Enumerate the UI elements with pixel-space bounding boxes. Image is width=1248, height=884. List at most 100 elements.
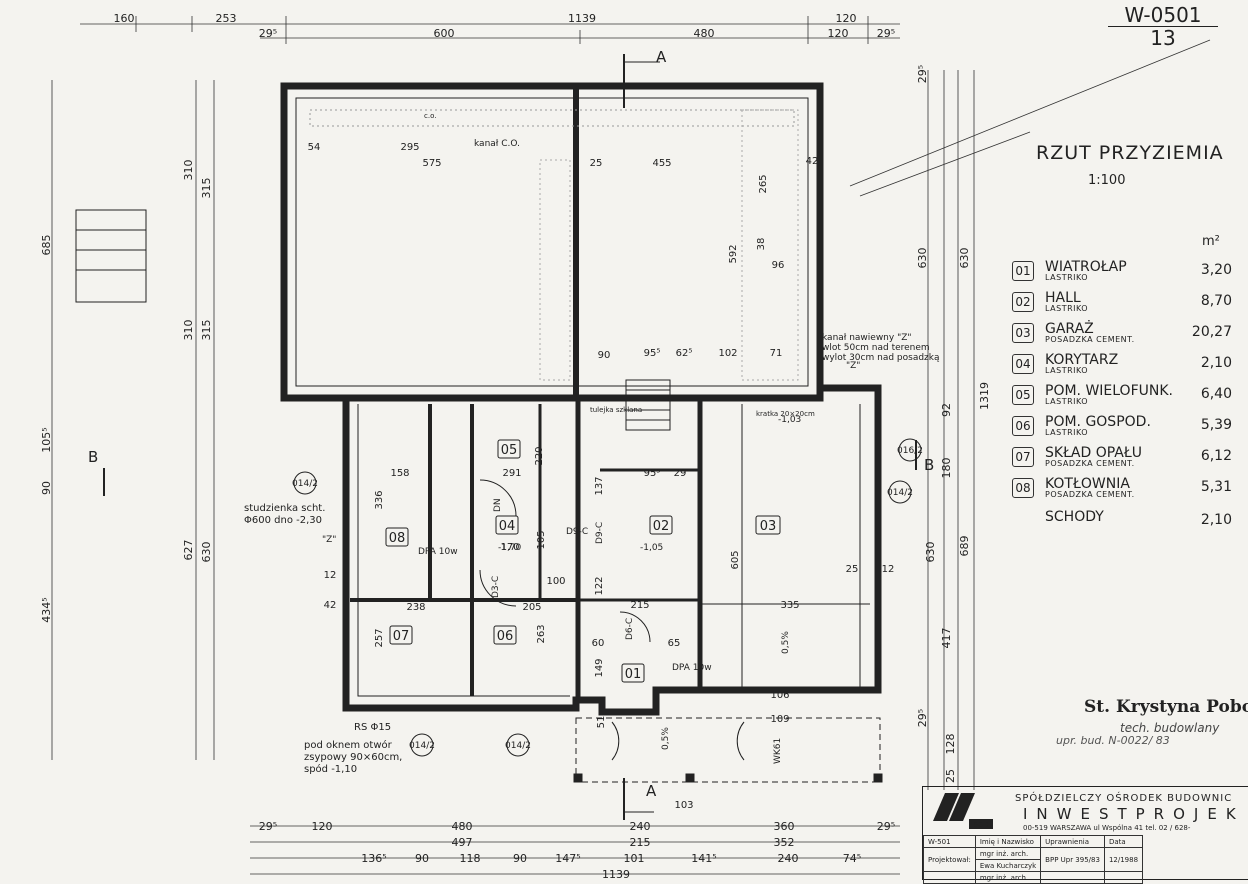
dim-left: 627	[182, 540, 195, 561]
sheet-page: 13	[1150, 26, 1176, 50]
dim-bottom: 497	[452, 836, 473, 849]
note-door-dpa-1: DPA 10w	[418, 547, 458, 557]
legend-row: 03 GARAŻ POSADZKA CEMENT. 20,27	[1012, 320, 1248, 348]
note-door-d6c: D6-C	[625, 618, 635, 640]
dim-inner: 238	[406, 602, 425, 613]
note-channel-co: kanał C.O.	[474, 139, 520, 149]
dim-inner: 54	[308, 142, 321, 153]
dim-inner: 575	[422, 158, 441, 169]
legend-unit: m²	[1202, 234, 1220, 249]
legend-room-area: 20,27	[1191, 324, 1232, 340]
legend-row-stairs: SCHODY 2,10	[1012, 508, 1248, 536]
author-stamp-name: St. Krystyna Pobocz	[1084, 697, 1248, 717]
legend-row: 02 HALL LASTRIKO 8,70	[1012, 289, 1248, 317]
dim-inner: 25	[846, 564, 859, 575]
legend-room-num: 04	[1012, 354, 1034, 374]
note-level-103: -1,03	[778, 415, 801, 425]
legend-room-area: 6,40	[1200, 386, 1232, 402]
dim-left: 434⁵	[40, 597, 53, 622]
dim-bottom: 74⁵	[843, 852, 861, 865]
dim-inner: 592	[728, 244, 739, 263]
dim-top: 29⁵	[877, 27, 895, 40]
dim-inner: 158	[390, 468, 409, 479]
dim-inner: 220	[534, 446, 545, 465]
dim-inner: 105	[536, 530, 547, 549]
legend-room-name: GARAŻ	[1045, 321, 1094, 337]
legend-room-num: 07	[1012, 447, 1034, 467]
dim-top: 480	[694, 27, 715, 40]
logo-text: SOB	[974, 821, 989, 829]
sob-logo-icon: SOB	[933, 793, 993, 829]
col-permit: Uprawnienia	[1040, 835, 1105, 848]
dim-inner: 90	[598, 350, 611, 361]
dim-right: 180	[940, 458, 953, 479]
dim-bottom: 118	[460, 852, 481, 865]
note-door-d9c-1: D9-C	[566, 527, 588, 537]
legend-room-name: POM. WIELOFUNK.	[1045, 383, 1173, 399]
dim-inner: 100	[546, 576, 565, 587]
dim-inner: 335	[780, 600, 799, 611]
dim-inner: 291	[502, 468, 521, 479]
dim-inner: 102	[718, 348, 737, 359]
note-slope-1: 0,5%	[781, 631, 791, 654]
org-name: SPÓŁDZIELCZY OŚRODEK BUDOWNIC	[1015, 793, 1233, 804]
legend-room-num: 08	[1012, 478, 1034, 498]
dim-inner: 122	[594, 576, 605, 595]
note-co: c.o.	[424, 112, 436, 120]
dim-right: 29⁵	[916, 709, 929, 727]
empty-cell	[923, 871, 976, 884]
legend-row: 07 SKŁAD OPAŁU POSADZKA CEMENT. 6,12	[1012, 444, 1248, 472]
dim-top: 253	[216, 12, 237, 25]
callout-014-bottom-left: 014/2	[409, 741, 435, 751]
dim-top: 120	[836, 12, 857, 25]
dim-right: 417	[940, 628, 953, 649]
dim-left: 310	[182, 160, 195, 181]
callout-014-right: 014/2	[887, 488, 913, 498]
permit-number: BPP Upr 395/83	[1040, 847, 1105, 872]
note-glass-sleeve: tulejka szklana	[590, 406, 642, 414]
dim-inner: 295	[400, 142, 419, 153]
dim-inner: 12	[324, 570, 337, 581]
room-label-07: 07	[393, 629, 410, 644]
dim-left: 90	[40, 481, 53, 495]
dim-right: 1319	[978, 382, 991, 410]
legend-room-name: WIATROŁAP	[1045, 259, 1127, 275]
title-block-table: W-501 Imię i Nazwisko Uprawnienia Data P…	[923, 835, 1144, 884]
legend-room-area: 5,39	[1200, 417, 1232, 433]
dim-inner: 71	[770, 348, 783, 359]
room-label-08: 08	[389, 531, 406, 546]
design-date: 12/1988	[1103, 847, 1144, 872]
sheet-ref: W-501	[923, 835, 976, 848]
dim-top: 160	[114, 12, 135, 25]
dim-inner: 38	[756, 238, 767, 251]
legend-room-num: 03	[1012, 323, 1034, 343]
note-chute-1: pod oknem otwór	[304, 739, 393, 751]
sheet-number: W-0501 13	[1108, 4, 1218, 49]
dim-inner: 42	[806, 156, 819, 167]
legend-room-name: KOTŁOWNIA	[1045, 476, 1130, 492]
callout-014-bottom-mid: 014/2	[505, 741, 531, 751]
designer-name: Ewa Kucharczyk	[974, 859, 1042, 872]
note-slope-2: 0,5%	[661, 727, 671, 750]
dim-bottom: 240	[778, 852, 799, 865]
plan-title: RZUT PRZYZIEMIA	[1036, 142, 1224, 164]
dim-bottom: 147⁵	[555, 852, 580, 865]
dim-bottom: 29⁵	[259, 820, 277, 833]
dim-bottom: 101	[624, 852, 645, 865]
legend-room-area: 5,31	[1200, 479, 1232, 495]
dim-inner: 605	[730, 550, 741, 569]
dim-inner: 263	[536, 624, 547, 643]
dim-bottom: 29⁵	[877, 820, 895, 833]
legend-room-area: 8,70	[1200, 293, 1232, 309]
dim-inner: 103	[674, 800, 693, 811]
legend-room-floor: POSADZKA CEMENT.	[1045, 459, 1135, 468]
dim-right: 630	[916, 248, 929, 269]
legend-row: 01 WIATROŁAP LASTRIKO 3,20	[1012, 258, 1248, 286]
dim-bottom: 141⁵	[691, 852, 716, 865]
dim-inner: 12	[882, 564, 895, 575]
dim-inner: 42	[324, 600, 337, 611]
dim-top: 600	[434, 27, 455, 40]
dim-inner: 336	[374, 490, 385, 509]
org-address: 00-519 WARSZAWA ul Wspólna 41 tel. 02 / …	[1023, 824, 1191, 832]
